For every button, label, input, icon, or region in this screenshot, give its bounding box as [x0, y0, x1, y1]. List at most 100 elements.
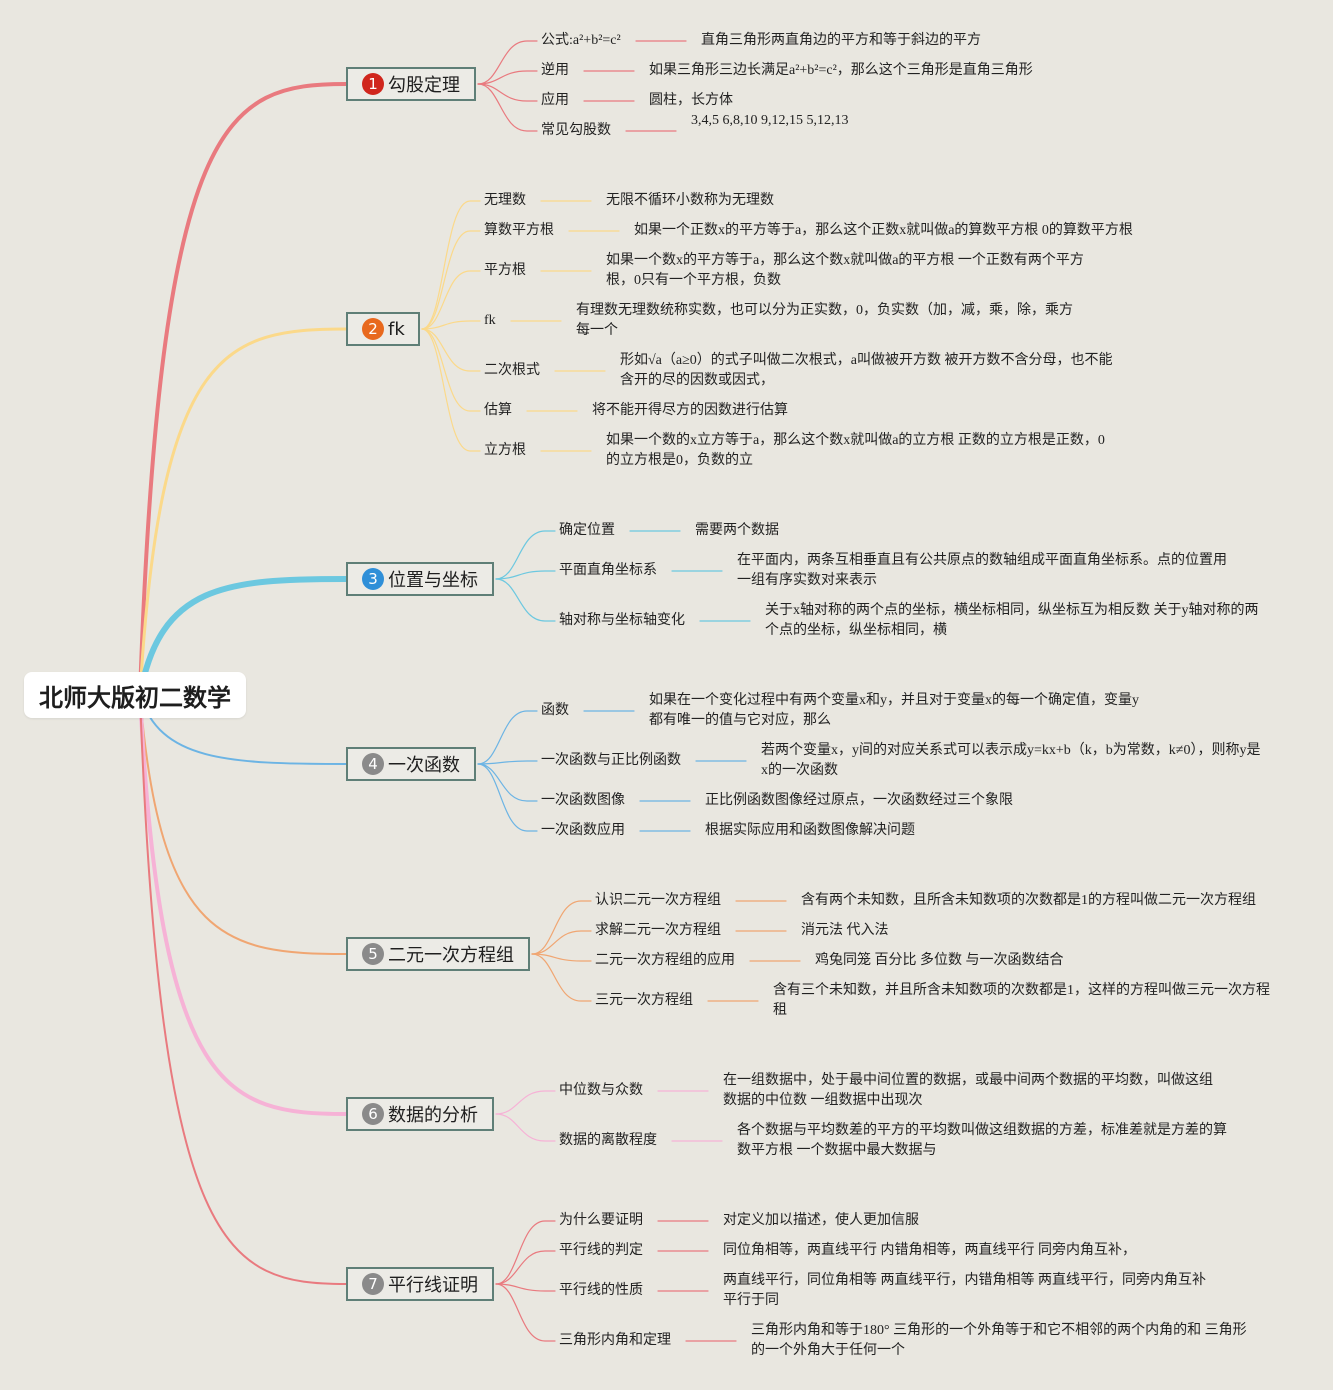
topic-label[interactable]: 公式:a²+b²=c² [541, 33, 621, 48]
branch-connector [139, 694, 347, 955]
branch-label: 勾股定理 [388, 75, 460, 96]
topic-label[interactable]: 三元一次方程组 [595, 993, 693, 1008]
topic-connector [421, 328, 481, 452]
topic-label[interactable]: 三角形内角和定理 [559, 1333, 671, 1348]
topic-label[interactable]: 数据的离散程度 [559, 1133, 657, 1148]
branch-connector [137, 576, 349, 698]
detail-text: 在一组数据中，处于最中间位置的数据，或最中间两个数据的平均数，叫做这组数据的中位… [723, 1073, 1213, 1108]
detail-text: 含有两个未知数，且所含未知数项的次数都是1的方程叫做二元一次方程组 [801, 893, 1256, 908]
topic-label[interactable]: 认识二元一次方程组 [595, 893, 721, 908]
topic-label[interactable]: 应用 [541, 93, 569, 108]
topic-connector [421, 328, 481, 412]
topic-connector [495, 1090, 556, 1115]
detail-text: 两直线平行，同位角相等 两直线平行，内错角相等 两直线平行，同旁内角互补平行于同 [723, 1273, 1206, 1308]
topic-label[interactable]: 估算 [484, 403, 512, 418]
topic-connector [495, 1250, 556, 1285]
topic-connector [421, 320, 481, 330]
topic-label[interactable]: 二次根式 [484, 363, 540, 378]
topic-label[interactable]: 中位数与众数 [559, 1083, 643, 1098]
detail-text: 有理数无理数统称实数，也可以分为正实数，0，负实数（加，减，乘，除，乘方 每一个 [576, 303, 1073, 338]
branch-label: 二元一次方程组 [388, 945, 514, 966]
detail-text: 含有三个未知数，并且所含未知数项的次数都是1，这样的方程叫做三元一次方程租 [773, 983, 1270, 1018]
topic-label[interactable]: fk [484, 313, 496, 328]
branch-connector [138, 82, 348, 697]
topic-label[interactable]: 一次函数图像 [541, 793, 625, 808]
number-badge-icon: 2 [362, 318, 384, 340]
branch-label: 位置与坐标 [388, 570, 478, 591]
topic-connector [421, 270, 481, 330]
topic-label[interactable]: 轴对称与坐标轴变化 [559, 613, 685, 628]
detail-text: 如果三角形三边长满足a²+b²=c²，那么这个三角形是直角三角形 [649, 63, 1033, 78]
topic-label[interactable]: 逆用 [541, 63, 569, 78]
detail-text: 鸡兔同笼 百分比 多位数 与一次函数结合 [815, 953, 1064, 968]
detail-text: 正比例函数图像经过原点，一次函数经过三个象限 [705, 793, 1013, 808]
topic-connector [495, 578, 556, 622]
detail-text: 关于x轴对称的两个点的坐标，横坐标相同，纵坐标互为相反数 关于y轴对称的两个点的… [765, 603, 1259, 638]
detail-text: 需要两个数据 [695, 523, 779, 538]
topic-connector [531, 900, 592, 955]
topic-connector [421, 328, 481, 372]
topic-label[interactable]: 二元一次方程组的应用 [595, 953, 735, 968]
branch-label: 一次函数 [388, 755, 460, 776]
topic-label[interactable]: 一次函数应用 [541, 823, 625, 838]
root-node[interactable]: 北师大版初二数学 [24, 672, 246, 718]
branch-label: fk [388, 318, 405, 340]
topic-connector [531, 953, 592, 962]
topic-label[interactable]: 平行线的性质 [559, 1283, 643, 1298]
branch-connector [139, 694, 347, 1285]
branch-connector [138, 693, 348, 1116]
number-badge-icon: 1 [362, 73, 384, 95]
detail-text: 如果一个数的x立方等于a，那么这个数x就叫做a的立方根 正数的立方根是正数，0的… [606, 433, 1105, 468]
topic-label[interactable]: 求解二元一次方程组 [595, 923, 721, 938]
detail-text: 消元法 代入法 [801, 923, 889, 938]
detail-text: 直角三角形两直角边的平方和等于斜边的平方 [701, 33, 981, 48]
topic-label[interactable]: 为什么要证明 [559, 1213, 643, 1228]
topic-label[interactable]: 常见勾股数 [541, 123, 611, 138]
topic-connector [531, 930, 592, 955]
topic-connector [495, 1283, 556, 1342]
topic-label[interactable]: 无理数 [484, 193, 526, 208]
topic-connector [477, 763, 538, 832]
topic-label[interactable]: 算数平方根 [484, 223, 554, 238]
topic-label[interactable]: 平行线的判定 [559, 1243, 643, 1258]
detail-text: 在平面内，两条互相垂直且有公共原点的数轴组成平面直角坐标系。点的位置用一组有序实… [737, 553, 1227, 588]
topic-label[interactable]: 立方根 [484, 443, 526, 458]
topic-label[interactable]: 函数 [541, 703, 569, 718]
topic-label[interactable]: 平面直角坐标系 [559, 563, 657, 578]
topic-label[interactable]: 一次函数与正比例函数 [541, 753, 681, 768]
topic-connector [477, 710, 538, 765]
detail-text: 同位角相等，两直线平行 内错角相等，两直线平行 同旁内角互补， [723, 1243, 1136, 1258]
detail-text: 若两个变量x，y间的对应关系式可以表示成y=kx+b（k，b为常数，k≠0），则… [761, 743, 1261, 778]
topic-connector [477, 763, 538, 802]
topic-connector [477, 83, 538, 102]
detail-text: 将不能开得尽方的因数进行估算 [592, 403, 788, 418]
branch-label: 数据的分析 [388, 1105, 478, 1126]
detail-text: 根据实际应用和函数图像解决问题 [705, 823, 915, 838]
topic-connector [531, 953, 592, 1002]
topic-connector [421, 200, 481, 330]
detail-text: 各个数据与平均数差的平方的平均数叫做这组数据的方差，标准差就是方差的算数平方根 … [737, 1123, 1227, 1158]
detail-text: 形如√a（a≥0）的式子叫做二次根式，a叫做被开方数 被开方数不含分母，也不能含… [620, 353, 1113, 388]
detail-text: 3,4,5 6,8,10 9,12,15 5,12,13 [691, 113, 849, 128]
number-badge-icon: 5 [362, 943, 384, 965]
branch-connector [138, 327, 348, 697]
detail-text: 三角形内角和等于180° 三角形的一个外角等于和它不相邻的两个内角的和 三角形的… [751, 1323, 1247, 1358]
topic-label[interactable]: 平方根 [484, 263, 526, 278]
topic-connector [477, 83, 538, 132]
detail-text: 如果在一个变化过程中有两个变量x和y，并且对于变量x的每一个确定值，变量y都有唯… [649, 693, 1139, 728]
detail-text: 对定义加以描述，使人更加信服 [723, 1213, 919, 1228]
detail-text: 如果一个数x的平方等于a，那么这个数x就叫做a的平方根 一个正数有两个平方根，0… [606, 253, 1084, 288]
topic-connector [495, 1220, 556, 1285]
detail-text: 如果一个正数x的平方等于a，那么这个正数x就叫做a的算数平方根 0的算数平方根 [634, 223, 1133, 238]
detail-text: 圆柱，长方体 [649, 93, 733, 108]
topic-connector [477, 40, 538, 85]
topic-label[interactable]: 确定位置 [559, 523, 615, 538]
